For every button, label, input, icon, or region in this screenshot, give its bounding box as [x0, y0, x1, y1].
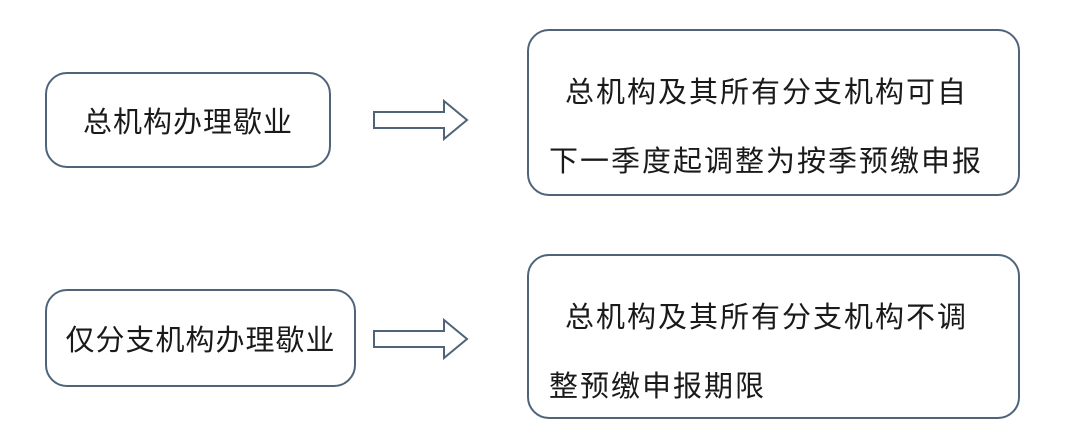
- source-box-branch-closure: 仅分支机构办理歇业: [45, 289, 356, 387]
- source-label: 仅分支机构办理歇业: [65, 323, 336, 357]
- source-label: 总机构办理歇业: [82, 105, 293, 139]
- result-line-2: 整预缴申报期限: [549, 369, 767, 403]
- result-box-quarterly-adjustment: 总机构及其所有分支机构可自 下一季度起调整为按季预缴申报: [527, 29, 1020, 196]
- source-box-head-office-closure: 总机构办理歇业: [45, 72, 331, 168]
- result-line-2: 下一季度起调整为按季预缴申报: [549, 144, 984, 178]
- result-line-1: 总机构及其所有分支机构不调: [565, 300, 969, 334]
- right-arrow-icon: [373, 318, 469, 360]
- right-arrow-icon: [373, 99, 469, 141]
- result-box-no-adjustment: 总机构及其所有分支机构不调 整预缴申报期限: [527, 254, 1020, 419]
- result-line-1: 总机构及其所有分支机构可自: [565, 75, 969, 109]
